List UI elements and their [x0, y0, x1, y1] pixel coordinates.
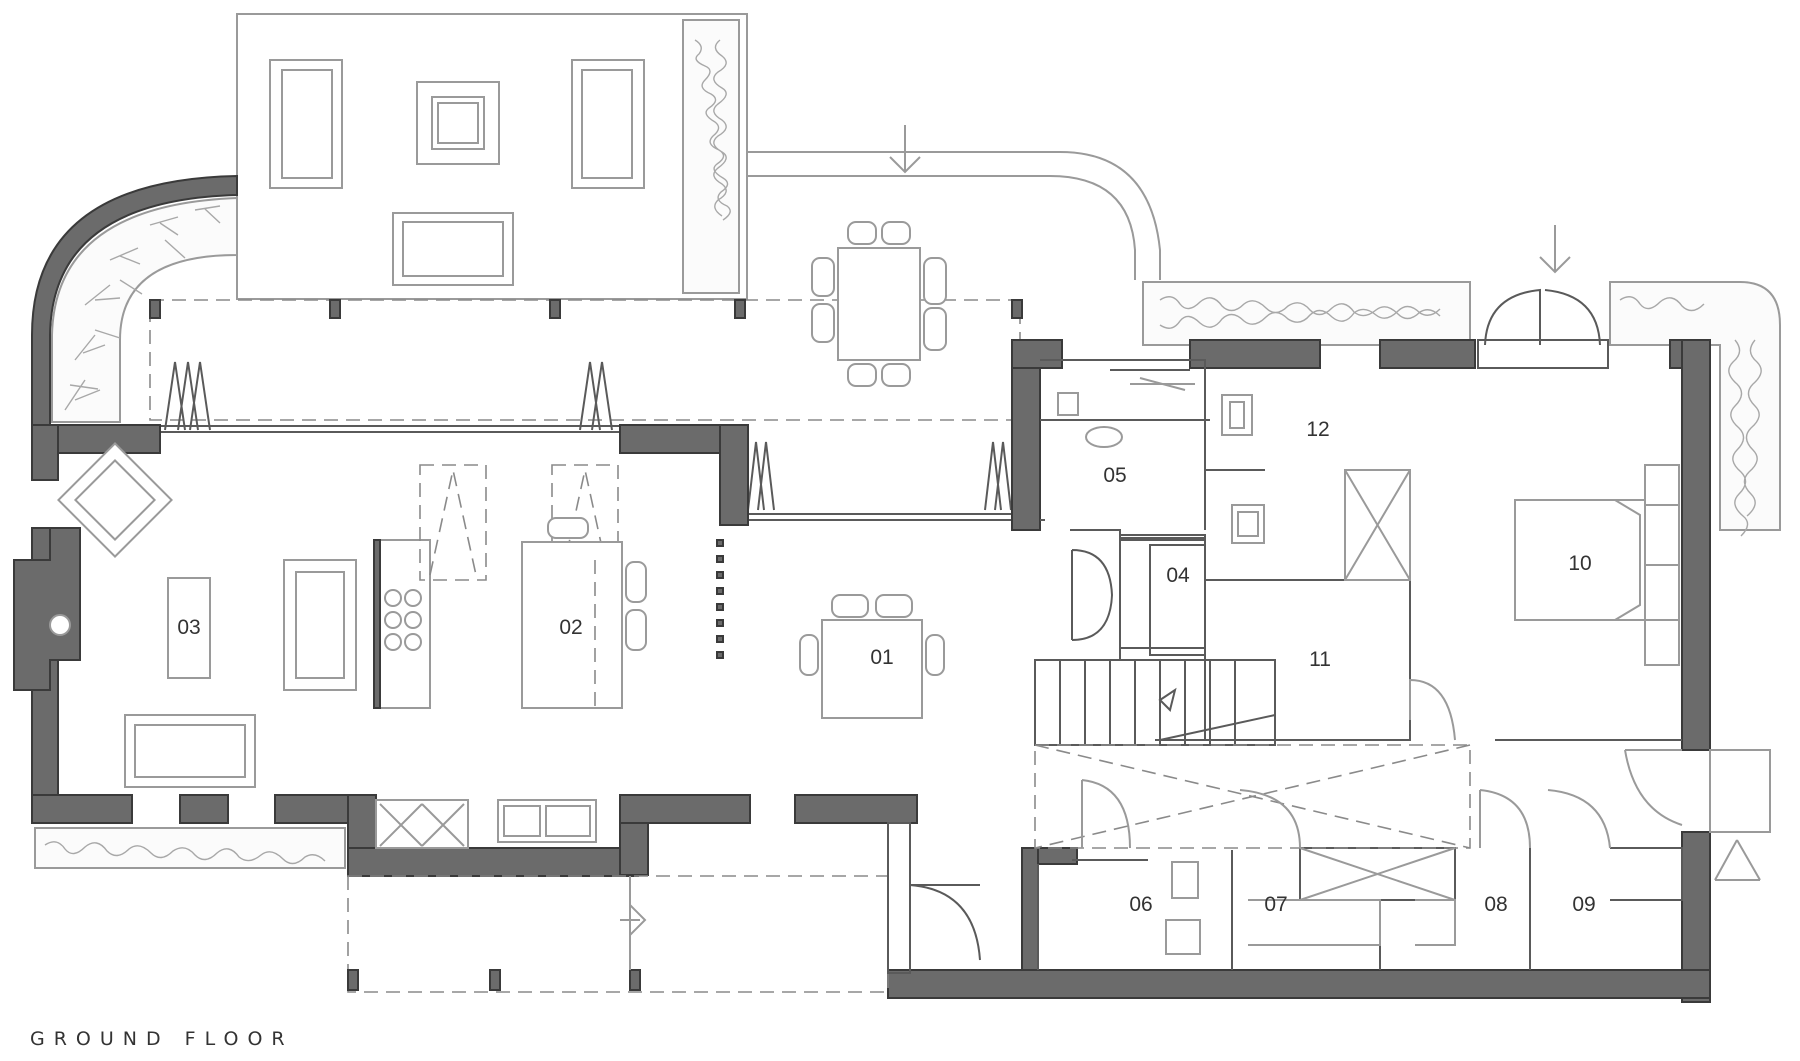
room-label-05: 05 [1103, 464, 1126, 487]
room-label-08: 08 [1484, 893, 1507, 916]
room-label-07: 07 [1264, 893, 1287, 916]
terrace-upper [236, 13, 748, 300]
room-label-09: 09 [1572, 893, 1595, 916]
room-labels: 01 02 03 04 05 06 07 08 09 10 11 12 [177, 418, 1595, 916]
room-label-02: 02 [559, 616, 582, 639]
room-label-06: 06 [1129, 893, 1152, 916]
planters-right [34, 281, 1781, 869]
walls [13, 339, 1711, 1003]
room-label-01: 01 [870, 646, 893, 669]
plan-title: GROUND FLOOR [30, 1028, 294, 1050]
garden-path [747, 125, 1571, 280]
room-label-12: 12 [1306, 418, 1329, 441]
room-label-04: 04 [1166, 564, 1190, 587]
furniture [57, 288, 1771, 993]
room-label-11: 11 [1309, 648, 1331, 671]
room-label-03: 03 [177, 616, 200, 639]
room-label-10: 10 [1568, 552, 1591, 575]
curved-planter [31, 174, 238, 426]
canopy [149, 221, 1023, 421]
sliding-doors [160, 361, 1012, 521]
